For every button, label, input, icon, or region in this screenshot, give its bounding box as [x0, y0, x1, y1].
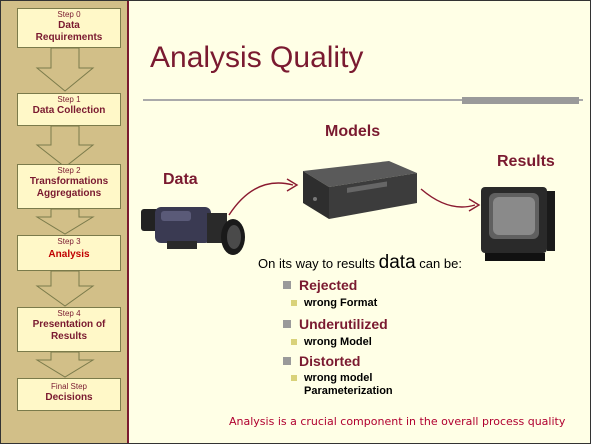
step-4-box: Step 4 Presentation of Results	[17, 307, 121, 352]
intro-after: can be:	[419, 256, 462, 271]
models-label: Models	[325, 123, 381, 140]
sub-bullet-text: wrong model	[304, 372, 373, 384]
step-1-title: Data Collection	[32, 105, 106, 116]
bullet-underutilized: Underutilized	[283, 316, 388, 332]
step-0-box: Step 0 Data Requirements	[17, 8, 121, 48]
slide-title: Analysis Quality	[150, 41, 364, 74]
bullet-rejected: Rejected	[283, 277, 357, 293]
title-rule	[143, 99, 583, 101]
final-step-box: Final Step Decisions	[17, 378, 121, 411]
intro-emphasis: data	[378, 252, 416, 273]
sub-bullet-square-icon	[291, 300, 297, 306]
results-label: Results	[497, 153, 555, 170]
data-to-model-arrow-icon	[228, 178, 299, 216]
bullet-rejected-label: Rejected	[299, 277, 358, 293]
bullet-underutilized-label: Underutilized	[299, 316, 388, 332]
bullet-square-icon	[283, 281, 291, 290]
bullet-square-icon	[283, 320, 291, 329]
sub-bullet: wrong Model	[291, 336, 372, 349]
down-arrow-icon	[35, 271, 95, 307]
sub-bullet-square-icon	[291, 375, 297, 381]
process-sidebar: Step 0 Data Requirements Step 1 Data Col…	[1, 1, 129, 443]
sub-bullet-text: Parameterization	[304, 385, 393, 397]
bullet-distorted: Distorted	[283, 353, 360, 369]
sub-bullet-square-icon	[291, 339, 297, 345]
step-1-number: Step 1	[57, 95, 81, 104]
down-arrow-icon	[35, 209, 95, 235]
final-step-number: Final Step	[50, 382, 88, 391]
camcorder-icon	[141, 207, 245, 255]
step-3-box: Step 3 Analysis	[17, 235, 121, 271]
final-step-title: Decisions	[45, 392, 93, 403]
title-rule-accent	[462, 97, 579, 104]
sub-bullet-text: wrong Model	[304, 336, 372, 348]
sub-bullet: wrong Format	[291, 297, 378, 310]
sub-bullet-text: wrong Format	[304, 297, 378, 309]
intro-before: On its way to results	[258, 256, 376, 271]
vcr-icon	[303, 161, 417, 219]
model-to-results-arrow-icon	[420, 188, 481, 212]
step-3-number: Step 3	[57, 237, 81, 246]
intro-line: On its way to results data can be:	[258, 252, 462, 274]
step-2-number: Step 2	[57, 166, 81, 175]
down-arrow-icon	[35, 126, 95, 168]
step-1-box: Step 1 Data Collection	[17, 93, 121, 126]
down-arrow-icon	[35, 48, 95, 92]
step-0-title: Data Requirements	[35, 20, 103, 43]
step-3-title: Analysis	[48, 249, 90, 260]
step-4-title: Presentation of Results	[32, 319, 106, 342]
step-2-box: Step 2 Transformations Aggregations	[17, 164, 121, 209]
main-content: Analysis Quality Data Models Results	[129, 1, 590, 443]
bullet-square-icon	[283, 357, 291, 366]
data-label: Data	[163, 171, 198, 188]
step-2-title: Transformations Aggregations	[29, 176, 109, 199]
bullet-distorted-label: Distorted	[299, 353, 361, 369]
step-4-number: Step 4	[57, 309, 81, 318]
television-icon	[481, 187, 555, 261]
footer-note: Analysis is a crucial component in the o…	[229, 415, 566, 428]
step-0-number: Step 0	[57, 10, 81, 19]
down-arrow-icon	[35, 352, 95, 378]
